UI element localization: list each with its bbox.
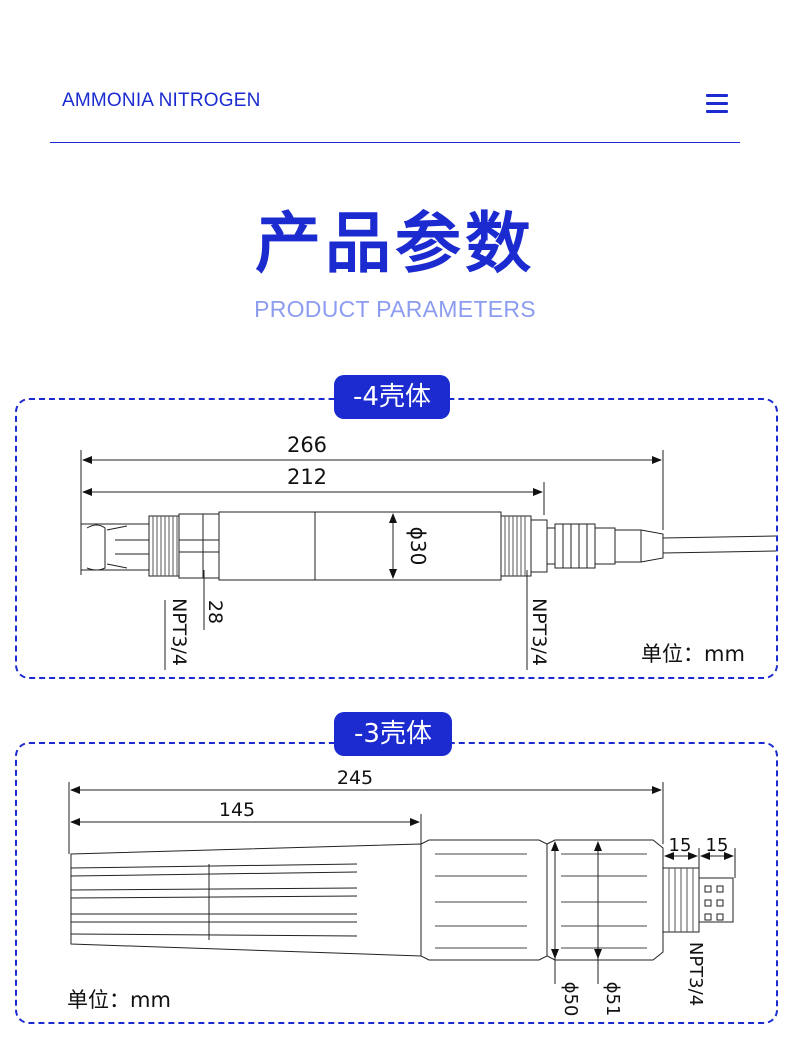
dim-thread-length: 15	[669, 835, 692, 856]
dim-diameter-51: ϕ51	[602, 982, 623, 1017]
housing-4-panel: 266 212 ϕ30 28 NPT3/4 NPT3/4 单位：mm	[15, 398, 778, 679]
housing-4-drawing: 266 212 ϕ30 28 NPT3/4 NPT3/4	[80, 433, 776, 670]
dim-guard-length: 145	[219, 799, 255, 821]
unit-label: 单位：mm	[641, 642, 745, 666]
dim-diameter: ϕ30	[406, 527, 430, 566]
dim-diameter-50: ϕ50	[560, 982, 581, 1017]
thread-label-left: NPT3/4	[168, 598, 190, 666]
site-header: AMMONIA NITROGEN	[50, 76, 740, 143]
dim-total-length: 245	[337, 767, 373, 789]
housing-4-tag: -4壳体	[334, 375, 450, 419]
page-title: 产品参数	[255, 205, 535, 282]
dim-hex-width: 28	[204, 600, 226, 624]
housing-3-panel: 245 145 15 15 ϕ50 ϕ51 NPT3/4 单位：mm	[15, 742, 778, 1024]
thread-label: NPT3/4	[685, 942, 706, 1006]
thread-label-right: NPT3/4	[528, 598, 550, 666]
housing-3-drawing: 245 145 15 15 ϕ50 ϕ51 NPT3/4	[68, 767, 736, 1017]
housing-3-tag: -3壳体	[334, 712, 452, 756]
dim-body-length: 212	[287, 465, 327, 489]
dim-connector-length: 15	[706, 835, 729, 856]
dim-total-length: 266	[287, 433, 327, 457]
brand-name[interactable]: AMMONIA NITROGEN	[62, 90, 261, 111]
page-subtitle: PRODUCT PARAMETERS	[254, 296, 536, 322]
hamburger-menu-icon[interactable]	[706, 93, 728, 115]
unit-label: 单位：mm	[67, 988, 171, 1012]
